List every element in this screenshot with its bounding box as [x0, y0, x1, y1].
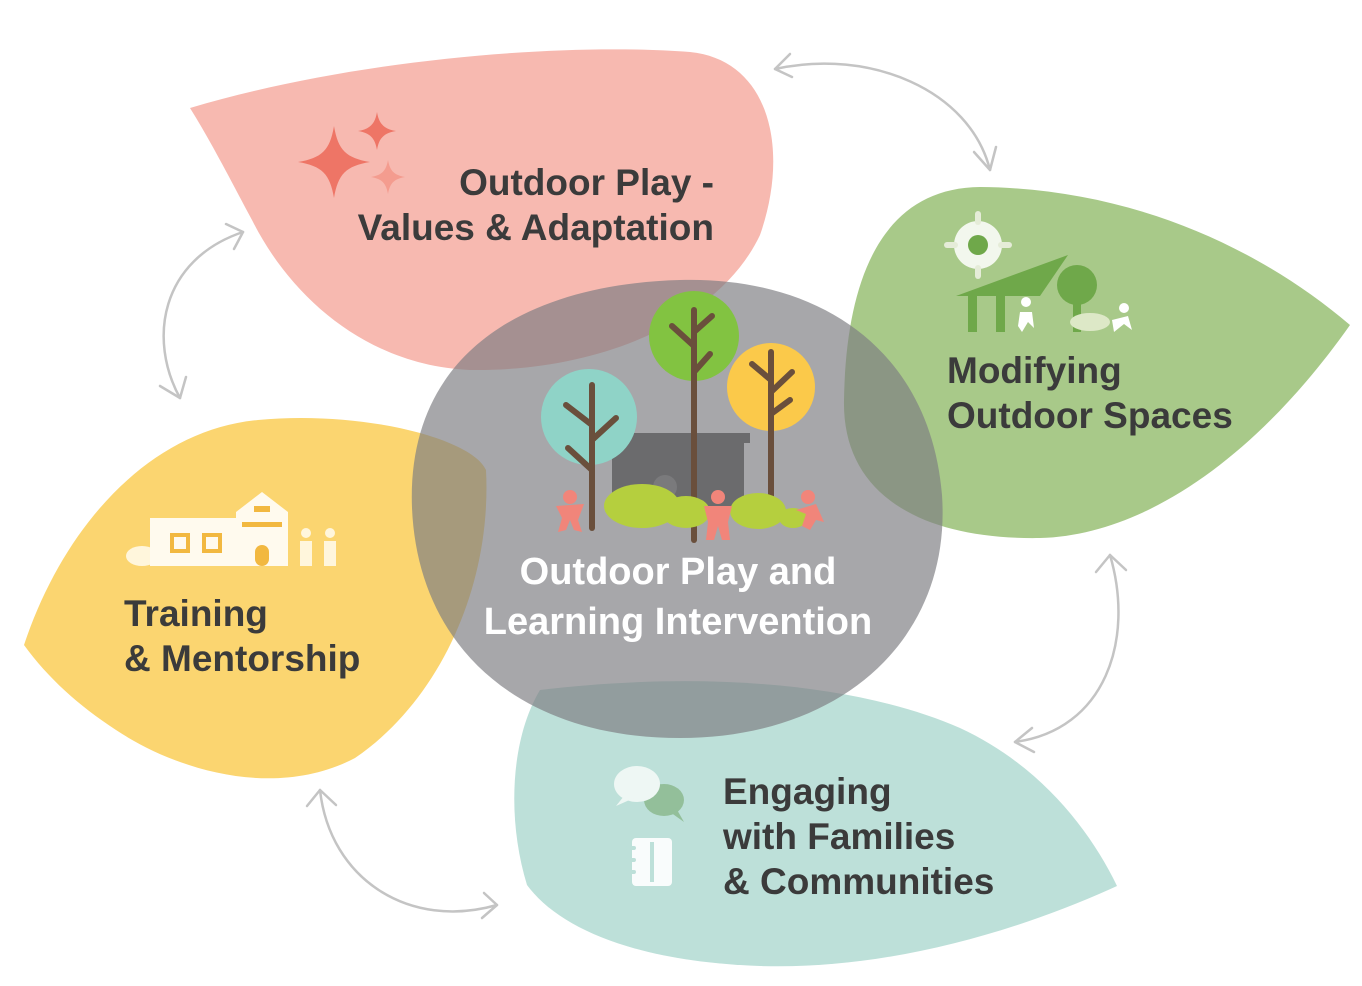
training-label-line1: Training [124, 593, 268, 634]
arrowhead-values-spaces-b [972, 145, 998, 172]
arrowhead-training-values-a [158, 375, 188, 400]
center-label: Outdoor Play and Learning Intervention [448, 547, 908, 647]
engaging-label: Engaging with Families & Communities [723, 769, 994, 904]
values-label-line2: Values & Adaptation [357, 207, 714, 248]
center-label-line2: Learning Intervention [483, 601, 873, 643]
arrow-training-values [162, 230, 245, 400]
engaging-label-line3: & Communities [723, 861, 995, 902]
sparkle-icon [298, 112, 405, 198]
arrowhead-training-values-b [224, 222, 245, 251]
arrowhead-engaging-training-a [480, 891, 499, 920]
training-petal [24, 417, 487, 779]
arrowhead-values-spaces-a [773, 52, 794, 79]
training-label-line2: & Mentorship [124, 638, 361, 679]
chat-notebook-icon [614, 766, 684, 886]
engaging-label-line2: with Families [723, 816, 956, 857]
arrow-spaces-engaging [1013, 553, 1120, 744]
spaces-label-line2: Outdoor Spaces [947, 395, 1233, 436]
values-label: Outdoor Play - Values & Adaptation [302, 160, 714, 250]
trees-building-icon [541, 291, 824, 543]
training-label: Training & Mentorship [124, 591, 360, 681]
playground-icon [944, 211, 1132, 332]
spaces-label-line1: Modifying [947, 350, 1122, 391]
arrowhead-engaging-training-b [305, 788, 338, 808]
spaces-label: Modifying Outdoor Spaces [947, 348, 1233, 438]
engaging-petal [514, 681, 1117, 967]
center-label-line1: Outdoor Play and [519, 551, 837, 593]
spaces-petal [843, 187, 1350, 539]
school-icon [126, 492, 336, 566]
engaging-label-line1: Engaging [723, 771, 892, 812]
arrow-engaging-training [318, 788, 499, 913]
arrow-values-spaces [773, 62, 992, 172]
arrowhead-spaces-engaging-b [1013, 726, 1036, 754]
arrowhead-spaces-engaging-a [1094, 553, 1128, 574]
values-label-line1: Outdoor Play - [459, 162, 714, 203]
